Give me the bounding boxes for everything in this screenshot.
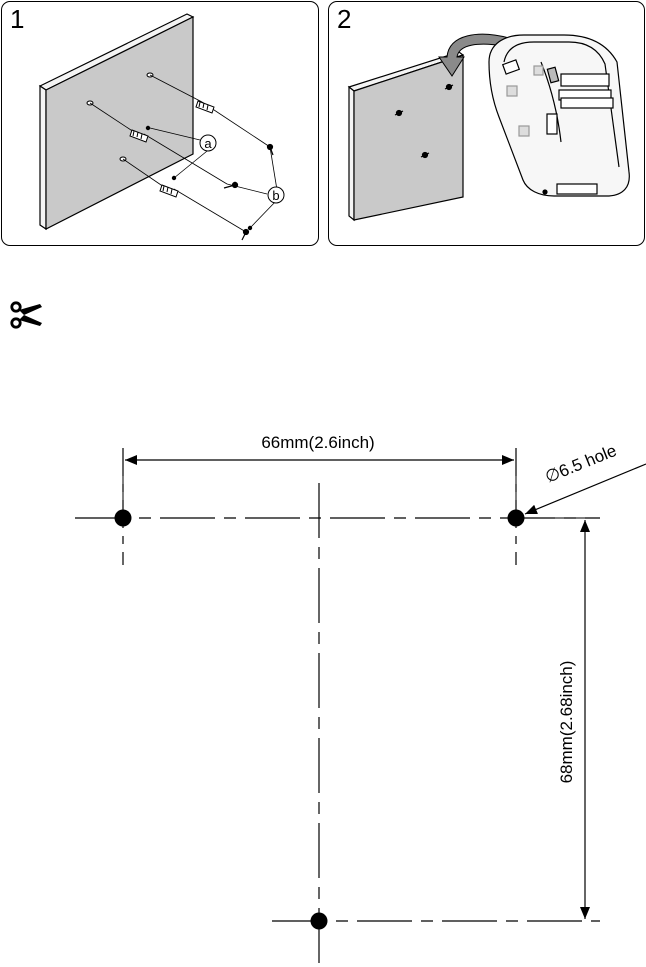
wall-side-edge	[40, 86, 46, 229]
horizontal-dimension-label: 66mm(2.6inch)	[261, 433, 374, 452]
callout-a-label: a	[204, 136, 212, 151]
vertical-dimension-label: 68mm(2.68inch)	[557, 661, 576, 784]
callout-b-label: b	[272, 188, 279, 203]
step-1-panel: 1	[1, 1, 319, 246]
mounting-hole-top-left	[115, 510, 132, 527]
mounting-hole-top-right	[508, 510, 525, 527]
wall-anchor	[160, 185, 178, 197]
printer	[489, 35, 629, 196]
screw	[268, 145, 274, 156]
step-2-panel: 2	[328, 1, 645, 246]
mounting-template: 66mm(2.6inch) 68mm(2.68inch) ∅6.5 hole	[0, 400, 646, 967]
screw	[242, 230, 249, 241]
step-1-illustration: a b	[2, 2, 319, 246]
wall-anchor	[196, 101, 214, 113]
step-2-illustration	[329, 2, 645, 246]
scissors-icon	[10, 301, 44, 329]
mounting-hole-bottom	[311, 913, 328, 930]
